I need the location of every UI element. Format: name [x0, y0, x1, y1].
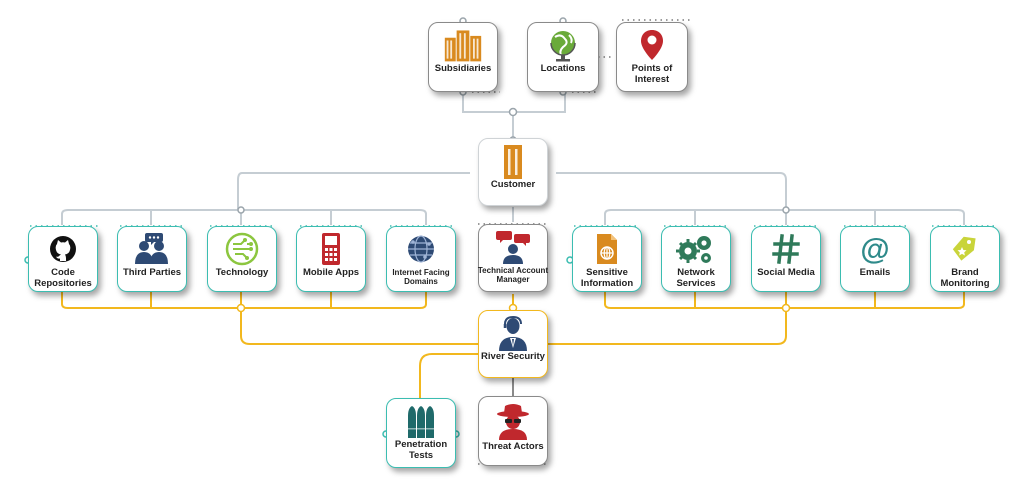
- hashtag-icon: [766, 232, 806, 266]
- mobile-phone-icon: [311, 232, 351, 266]
- network-services-node[interactable]: Network Services: [661, 226, 731, 292]
- mobile-apps-node[interactable]: Mobile Apps: [296, 226, 366, 292]
- bullets-icon: [401, 404, 441, 438]
- third-parties-label: Third Parties: [122, 267, 182, 278]
- network-services-label: Network Services: [676, 267, 716, 289]
- document-globe-icon: [587, 232, 627, 266]
- points-of-interest-label: Points of Interest: [631, 63, 673, 85]
- price-tag-icon: [945, 232, 985, 266]
- emails-label: Emails: [859, 267, 891, 278]
- brand-monitoring-node[interactable]: Brand Monitoring: [930, 226, 1000, 292]
- code-repositories-node[interactable]: Code Repositories: [28, 226, 98, 292]
- locations-label: Locations: [540, 63, 586, 74]
- svg-text:@: @: [860, 233, 889, 265]
- sensitive-information-node[interactable]: Sensitive Information: [572, 226, 642, 292]
- penetration-tests-label: Penetration Tests: [394, 439, 448, 461]
- internet-facing-domains-label: Internet Facing Domains: [392, 268, 450, 286]
- points-of-interest-node[interactable]: Points of Interest: [616, 22, 688, 92]
- sensitive-information-label: Sensitive Information: [580, 267, 634, 289]
- brand-monitoring-label: Brand Monitoring: [940, 267, 990, 289]
- manager-chat-icon: [493, 230, 533, 264]
- subsidiaries-label: Subsidiaries: [434, 63, 492, 74]
- code-repositories-label: Code Repositories: [34, 267, 92, 289]
- river-security-node[interactable]: River Security: [478, 310, 548, 378]
- river-security-label: River Security: [481, 351, 545, 362]
- spy-icon: [493, 402, 533, 440]
- globe-icon: [543, 28, 583, 62]
- mobile-apps-label: Mobile Apps: [302, 267, 360, 278]
- internet-facing-domains-node[interactable]: Internet Facing Domains: [386, 226, 456, 292]
- threat-actors-label: Threat Actors: [482, 441, 544, 452]
- third-parties-node[interactable]: Third Parties: [117, 226, 187, 292]
- customer-label: Customer: [490, 179, 536, 190]
- social-media-node[interactable]: Social Media: [751, 226, 821, 292]
- network-globe-icon: [401, 232, 441, 266]
- at-sign-icon: @: [855, 232, 895, 266]
- social-media-label: Social Media: [757, 267, 815, 278]
- circuit-icon: [222, 232, 262, 266]
- subsidiaries-node[interactable]: Subsidiaries: [428, 22, 498, 92]
- customer-node[interactable]: Customer: [478, 138, 548, 206]
- gears-icon: [676, 232, 716, 266]
- technical-account-manager-node[interactable]: Technical Account Manager: [478, 224, 548, 292]
- technical-account-manager-label: Technical Account Manager: [477, 266, 549, 284]
- buildings-icon: [443, 28, 483, 62]
- threat-actors-node[interactable]: Threat Actors: [478, 396, 548, 466]
- building-icon: [493, 144, 533, 179]
- github-icon: [43, 232, 83, 266]
- emails-node[interactable]: @ Emails: [840, 226, 910, 292]
- locations-node[interactable]: Locations: [527, 22, 599, 92]
- people-chat-icon: [132, 232, 172, 266]
- technology-node[interactable]: Technology: [207, 226, 277, 292]
- penetration-tests-node[interactable]: Penetration Tests: [386, 398, 456, 468]
- technology-label: Technology: [215, 267, 269, 278]
- map-pin-icon: [632, 28, 672, 62]
- agent-icon: [493, 315, 533, 351]
